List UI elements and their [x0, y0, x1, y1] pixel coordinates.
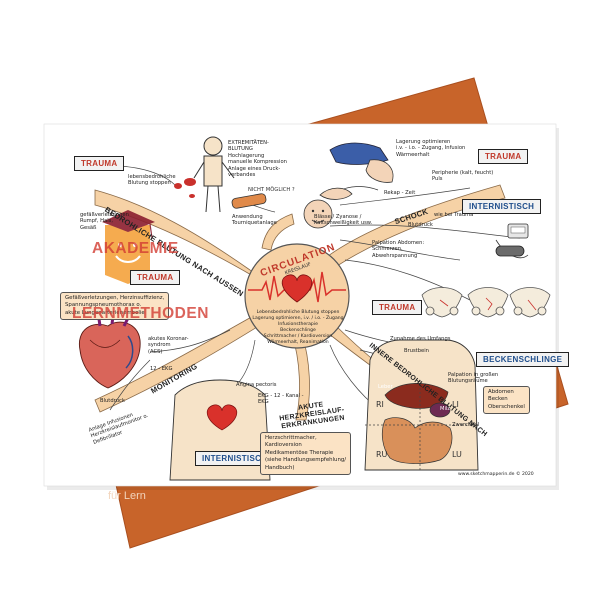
note-rekap: Rekap - Zeit: [384, 190, 416, 196]
note-blutdruck-left: Blutdruck: [100, 398, 125, 404]
tag-trauma-top-right: TRAUMA: [478, 149, 529, 164]
note-blasse: Blässe / Zyanose / Kaltschweißigkeit usw…: [314, 214, 373, 227]
note-lagerung-top: Lagerung optimieren i.v. - i.o. - Zugang…: [396, 139, 466, 158]
note-gefasse-box: Gefäßverletzungen, Herzinsuffizienz, Spa…: [60, 292, 170, 321]
label-leber: Leber: [378, 384, 393, 390]
note-angina: Angina pectoris: [236, 382, 277, 388]
graduation-cap-face-icon: [102, 210, 155, 284]
center-line: Wärmeerhalt, Reanimation: [267, 340, 329, 345]
pelvis-fracture-lines: [439, 297, 537, 311]
center-lines: Lebensbedrohliche Blutung stoppen Lageru…: [248, 310, 348, 346]
intestines-drawing: [381, 417, 453, 464]
blood-pressure-monitor-icon: [495, 223, 529, 259]
tourniquet-drawing: [231, 193, 267, 209]
tag-trauma-top-left: TRAUMA: [74, 156, 125, 171]
center-line: Lebensbedrohliche Blutung stoppen: [256, 310, 340, 315]
torso-organs-drawing: [364, 339, 479, 471]
note-nicht-moglich: NICHT MÖGLICH ?: [248, 187, 295, 193]
credit-line: www.sketchmapperin.de © 2020: [458, 472, 534, 477]
watermark-line2: LERNMETHODEN: [72, 305, 209, 322]
note-lebensbedrohlich: lebensbedrohliche Blutung stoppen: [128, 174, 176, 187]
note-extremitaten: EXTREMITÄTEN- BLUTUNG Hochlagerung manue…: [228, 140, 287, 179]
note-abdomen-box: Abdomen Becken Oberschenkel: [483, 386, 530, 415]
label-lu: LU: [452, 450, 462, 459]
label-ru: RU: [376, 450, 388, 459]
face-drawing: [303, 199, 333, 229]
heart-icon: [281, 274, 313, 303]
tag-trauma-left: TRAUMA: [130, 270, 181, 285]
note-tourniquet: Anwendung Tourniquetanlage: [232, 214, 277, 227]
note-gefasse: gefäßverletzungen Rumpf, Hals, Gesäß: [80, 212, 129, 231]
note-ekg: 12 - EKG: [150, 366, 173, 372]
note-blutdruck: Blutdruck: [408, 222, 433, 228]
tag-internistisch-right: INTERNISTISCH: [462, 199, 542, 214]
note-ekg-bottom: EKG - 12 - Kanal - EKG: [258, 393, 304, 406]
note-wie-bei: wie bei Trauma: [434, 212, 474, 218]
hands-drawing: [319, 142, 394, 200]
blood-drops: [174, 178, 196, 198]
note-akutes: akutes Koronar- syndrom (ACS): [148, 336, 189, 355]
label-brustbein: Brustbein: [404, 348, 429, 354]
label-milz: Milz: [440, 406, 451, 412]
note-palpation-bauch: Palpation in großen Blutungsräume: [448, 372, 499, 385]
label-ri: RI: [376, 400, 384, 409]
center-line: Schrittmacher / Kardioversion: [263, 334, 333, 339]
stick-figure-drawing: [193, 136, 235, 213]
branch-top-center: [261, 213, 295, 251]
branch-bottom-center: [291, 333, 310, 421]
card-caption: für Lern: [108, 490, 146, 502]
spleen-drawing: [429, 402, 451, 418]
note-med-box: Herzschrittmacher, Kardioversion Medikam…: [260, 432, 352, 476]
tag-beckenschlinge: BECKENSCHLINGE: [476, 352, 570, 367]
center-line: Lagerung optimieren, i.v. / i.o. - Zugan…: [252, 316, 344, 321]
note-palpation: Palpation Abdomen: Schmerzen, Abwehrspan…: [372, 240, 425, 259]
label-li: LI: [452, 400, 459, 409]
chest-heart-icon: [206, 404, 238, 431]
pelvis-drawings: [421, 287, 551, 318]
center-line: Infusionstherapie: [278, 322, 318, 327]
label-zwerchfell: Zwerchfell: [452, 422, 480, 428]
watermark-line1: AKADEMIE: [92, 240, 179, 257]
note-zunahme: Zunahme des Umfangs: [390, 336, 451, 342]
note-peripherie: Peripherie (kalt, feucht) Puls: [432, 170, 494, 183]
tag-trauma-right-mid: TRAUMA: [372, 300, 423, 315]
center-line: Beckenschlinge: [280, 328, 316, 333]
